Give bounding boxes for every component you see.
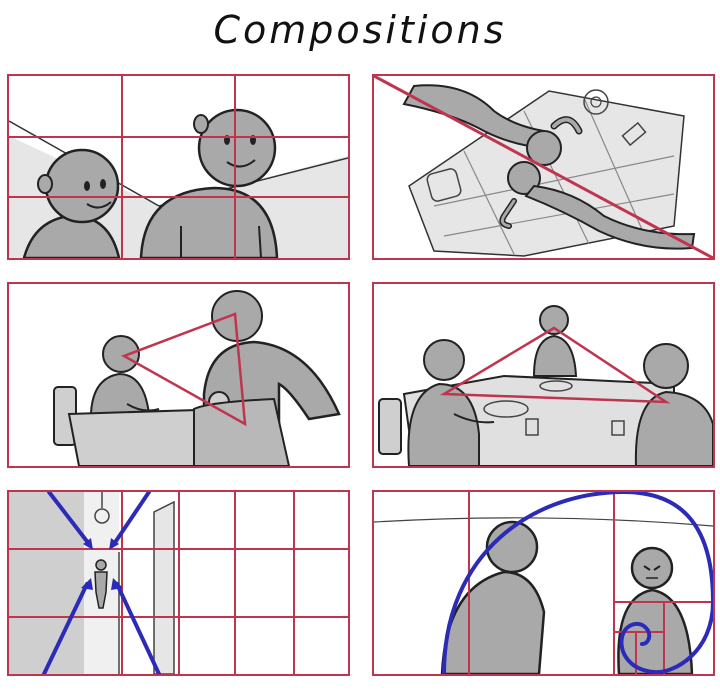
right-character-ear [193,114,209,134]
left-character-head [44,148,120,224]
panel-diagonal [372,74,715,260]
golden-spiral [442,492,713,674]
chair [378,398,402,455]
triangle-guide [439,326,671,404]
right-person-head [643,343,689,389]
picnic-blanket [408,90,685,257]
page-title: Compositions [213,8,507,52]
foreground-chair [193,397,291,466]
upper-figure-head [526,130,562,166]
plate [483,400,529,418]
left-person-arm [453,413,495,424]
panel-rule-of-thirds [7,74,350,260]
right-character-arm-line [258,225,262,258]
left-character-ear [37,174,53,194]
golden-spiral-drawing [374,492,713,674]
small-figure-angry-brows [643,565,661,571]
left-person-body [407,382,480,466]
tall-figure-body [440,570,546,674]
leading-lines-drawing [9,492,348,674]
plate [539,380,573,392]
blanket-item [621,121,647,147]
composition-grid [9,492,348,674]
left-person-arm [126,403,160,412]
panel-leading-lines [7,490,350,676]
left-character-smile [86,201,112,209]
center-person-body [532,334,578,377]
cup [525,418,539,436]
panel-golden-spiral [372,490,715,676]
distant-figure-head [95,559,107,571]
leading-lines [42,492,161,674]
open-door [153,500,175,674]
panel-triangle-group [372,282,715,468]
left-person-head [423,339,465,381]
right-person-body [634,390,713,466]
blanket-plate [590,96,602,108]
cup [611,420,625,436]
blanket-plate [583,89,609,115]
lightbulb-icon [94,508,110,524]
lower-figure-head [507,161,541,195]
golden-rectangles [468,492,713,674]
left-character-eye [100,179,106,189]
small-figure-head [630,546,674,590]
horizon-line [374,517,713,527]
right-character-head [197,108,277,188]
distant-figure-body [94,571,108,609]
left-character-eye [84,181,90,191]
left-person-head [102,335,140,373]
panel-triangle [7,282,350,468]
triangle-drawing [53,290,341,466]
thirds-grid [9,76,348,258]
diagonal-drawing [374,76,713,258]
blanket-item [426,168,462,202]
center-person-head [539,305,569,335]
right-character-body [139,186,279,258]
diagonal-guide [374,76,713,258]
upper-figure-arm [552,117,581,133]
triangle-group-drawing [378,305,713,466]
left-wall [9,492,84,674]
lower-figure-arm [500,199,516,228]
rule-of-thirds-drawing [9,76,348,258]
right-character-smile [226,159,256,168]
triangle-guide [121,312,247,427]
leading-arrowheads [81,538,123,590]
